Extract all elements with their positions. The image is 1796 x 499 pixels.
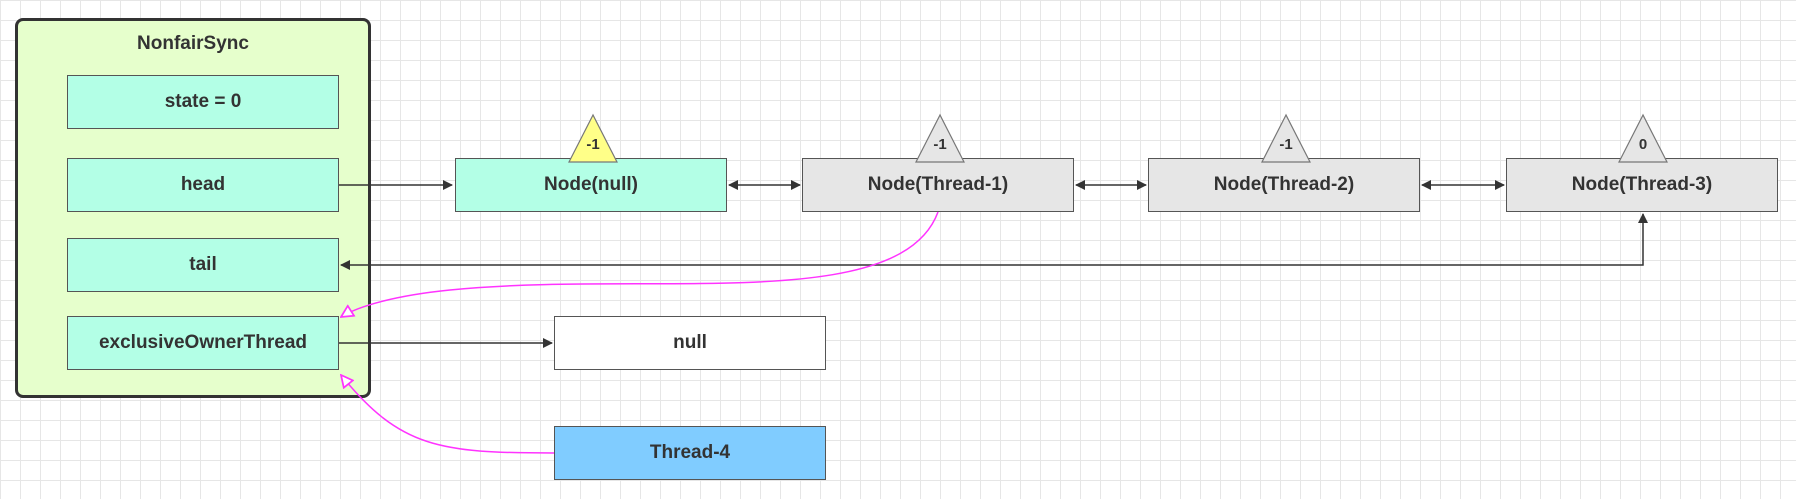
owner-null-box: null xyxy=(554,316,826,370)
node-thread-2: Node(Thread-2) xyxy=(1148,158,1420,212)
head-field: head xyxy=(67,158,339,212)
tail-to-thread-3-link xyxy=(340,213,1648,270)
exclusive-owner-thread-field: exclusiveOwnerThread xyxy=(67,316,339,370)
node-thread-3: Node(Thread-3) xyxy=(1506,158,1778,212)
node-thread-3-status-marker xyxy=(1618,113,1668,163)
node-thread-1: Node(Thread-1) xyxy=(802,158,1074,212)
thread-1-to-owner-curve xyxy=(341,211,939,317)
node-thread-2-status-marker xyxy=(1261,113,1311,163)
nonfairsync-title: NonfairSync xyxy=(137,33,249,54)
node-thread-3-status-label: 0 xyxy=(1638,136,1648,153)
node-thread-2-status-label: -1 xyxy=(1279,136,1293,153)
node-thread-1-status-marker xyxy=(915,113,965,163)
node-null-status-label: -1 xyxy=(586,136,600,153)
node-null-status-marker xyxy=(568,113,618,163)
node-null: Node(null) xyxy=(455,158,727,212)
thread-4-box: Thread-4 xyxy=(554,426,826,480)
thread-4-to-owner-curve xyxy=(341,375,555,454)
node-thread-1-status-label: -1 xyxy=(933,136,947,153)
state-field: state = 0 xyxy=(67,75,339,129)
tail-field: tail xyxy=(67,238,339,292)
